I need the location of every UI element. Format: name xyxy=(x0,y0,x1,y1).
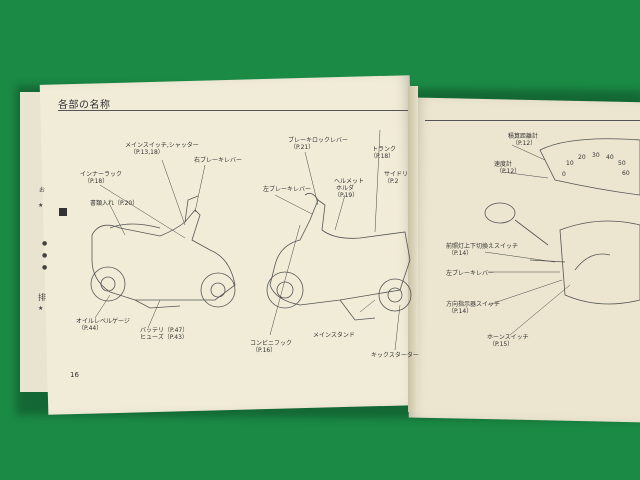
label-inner-rack: インナーラック xyxy=(80,171,123,178)
label-helmet-holder-ref: （P.19） xyxy=(334,192,359,199)
header-rule-right xyxy=(425,120,640,121)
margin-fragment: ● xyxy=(42,264,48,271)
label-main-switch: メインスイッチ,シャッター xyxy=(125,142,199,149)
label-inner-rack-ref: （P.18） xyxy=(84,178,109,185)
label-headlight-switch-ref: （P.14） xyxy=(448,250,473,257)
label-battery: バッテリ（P.47） xyxy=(140,327,189,334)
label-helmet-holder: ヘルメット xyxy=(334,178,365,185)
label-horn-switch-ref: （P.15） xyxy=(489,341,514,348)
label-trunk: トランク xyxy=(372,146,397,153)
label-storage: 書類入れ（P.20） xyxy=(90,200,139,207)
label-trunk-ref: （P.18） xyxy=(370,153,395,160)
label-combination-hook: コンビニフック xyxy=(250,340,293,347)
label-speed-meter-ref: （P.12） xyxy=(496,168,521,175)
margin-fragment: お xyxy=(39,187,46,194)
label-kick-starter: キックスターター xyxy=(371,352,419,359)
gauge-tick: 40 xyxy=(606,154,614,161)
label-fuse: ヒューズ（P.43） xyxy=(140,334,188,341)
label-side-fragment: サイドリ xyxy=(384,171,409,178)
gauge-tick: 10 xyxy=(566,160,574,167)
label-main-switch-ref: （P.13,18） xyxy=(130,149,164,156)
margin-fragment: ● xyxy=(42,240,48,247)
gauge-tick: 30 xyxy=(592,152,600,159)
label-headlight-switch: 前照灯上下切換えスイッチ xyxy=(446,243,519,250)
header-rule xyxy=(58,110,408,111)
gauge-tick: 0 xyxy=(562,171,566,178)
leader-lines xyxy=(94,129,571,351)
margin-fragment: 排 xyxy=(38,293,46,302)
label-left-brake-lever-right: 左ブレーキレバー xyxy=(446,270,495,277)
label-turn-signal-switch-ref: （P.14） xyxy=(448,308,473,315)
gauge-tick: 50 xyxy=(618,160,626,167)
label-turn-signal-switch: 方向指示器スイッチ xyxy=(446,301,501,308)
scooter-left-side-drawing xyxy=(90,195,236,309)
label-combination-hook-ref: （P.16） xyxy=(252,347,277,354)
scooter-right-side-drawing xyxy=(266,192,412,321)
gauge-tick: 20 xyxy=(578,154,586,161)
label-brake-lock-lever: ブレーキロックレバー xyxy=(288,137,349,144)
label-right-brake-lever: 右ブレーキレバー xyxy=(194,157,243,164)
page-number: 16 xyxy=(70,371,79,379)
label-side-fragment-ref: （P.2 xyxy=(384,178,399,185)
label-oil-level-gauge-ref: （P.44） xyxy=(78,325,103,332)
label-oil-level-gauge: オイルレベルゲージ xyxy=(76,318,130,325)
label-speed-meter: 速度計 xyxy=(494,161,513,168)
margin-fragment: ★ xyxy=(38,305,44,312)
gauge-tick: 60 xyxy=(622,170,630,177)
label-helmet-holder-2: ホルダ xyxy=(336,185,355,192)
label-horn-switch: ホーンスイッチ xyxy=(487,334,529,341)
label-left-brake-lever: 左ブレーキレバー xyxy=(263,186,312,193)
label-brake-lock-lever-ref: （P.21） xyxy=(290,144,315,151)
margin-fragment: ★ xyxy=(38,202,44,209)
margin-fragment: ● xyxy=(42,252,48,259)
margin-marker xyxy=(59,208,67,216)
label-odometer: 積算距離計 xyxy=(508,133,539,140)
section-title: 各部の名称 xyxy=(58,100,111,111)
book-gutter xyxy=(408,86,418,412)
label-odometer-ref: （P.12） xyxy=(512,140,537,147)
label-main-stand: メインスタンド xyxy=(313,332,355,339)
